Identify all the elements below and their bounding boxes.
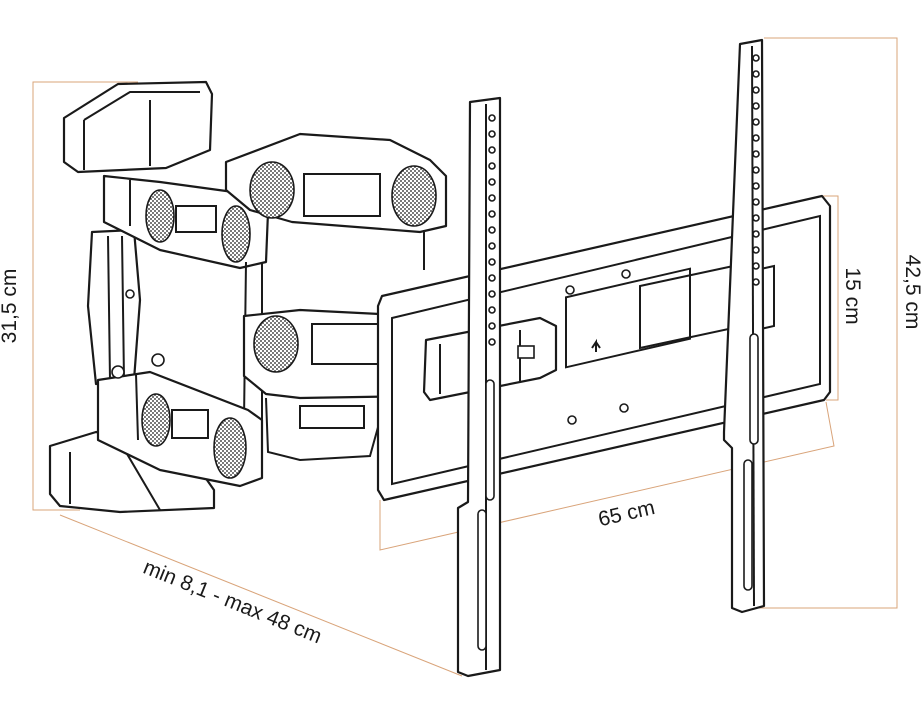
dim-line-plate-width <box>379 401 835 551</box>
left-rail <box>456 96 502 678</box>
vesa-hole <box>619 403 629 413</box>
label-arm-height: 31,5 cm <box>0 269 21 344</box>
wall-bracket <box>48 80 216 514</box>
label-plate-width: 65 cm <box>596 496 657 531</box>
left-rail-holes <box>477 114 496 651</box>
dimension-lines <box>32 37 898 677</box>
wall-bracket-top-cap <box>62 80 214 174</box>
vesa-hole <box>621 269 631 279</box>
label-extension: min 8,1 - max 48 cm <box>140 556 325 649</box>
dim-line-rail-height <box>748 37 898 609</box>
swing-arms <box>96 132 448 488</box>
vesa-hole <box>567 415 577 425</box>
vesa-hole <box>565 285 575 295</box>
label-plate-height: 15 cm <box>841 267 864 324</box>
dim-line-plate-height <box>820 195 839 401</box>
wall-bracket-post <box>86 228 142 386</box>
label-rail-height: 42,5 cm <box>901 255 923 330</box>
vertical-rails <box>456 38 766 678</box>
dim-line-arm-height <box>32 81 138 511</box>
dim-line-extension <box>59 514 463 677</box>
right-rail-holes <box>743 54 760 591</box>
